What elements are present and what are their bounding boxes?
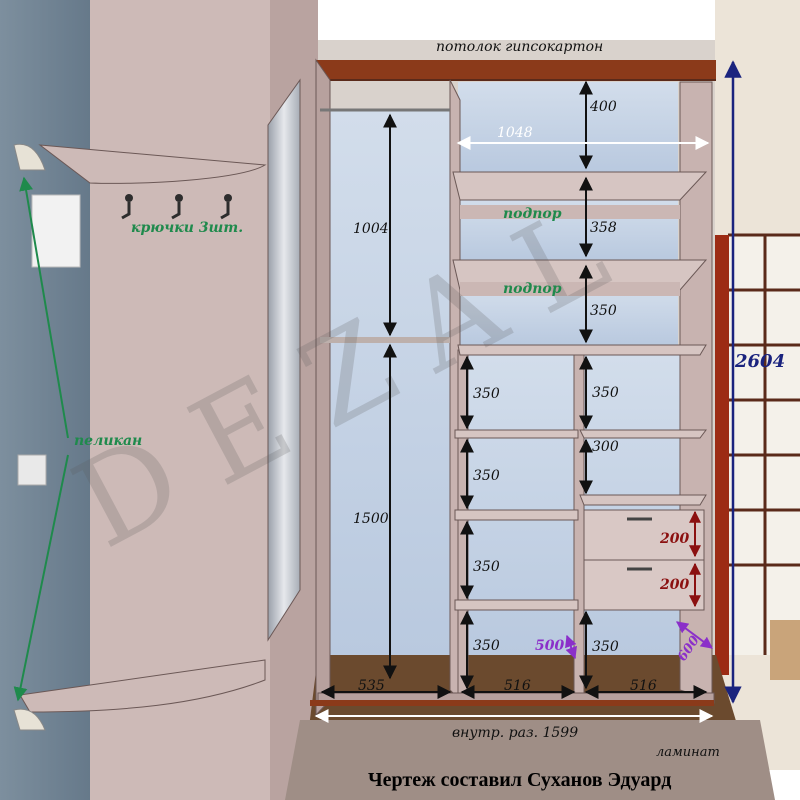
floor-front: [285, 720, 775, 800]
inner-size-label: внутр. раз. 1599: [452, 725, 578, 741]
light-switch: [17, 454, 47, 486]
dim-350-upper: 350: [590, 303, 617, 319]
floor-label: ламинат: [656, 745, 720, 760]
dim-mid-1: 350: [473, 386, 500, 402]
wall-lamp: [31, 194, 81, 268]
support-label-1: подпор: [503, 206, 562, 222]
left-wall: [0, 0, 90, 800]
top-corner-shelf: [38, 144, 267, 184]
hook-icon: [175, 194, 183, 202]
dim-mid-4: 350: [473, 638, 500, 654]
dim-drawer-1: 200: [659, 531, 689, 547]
ceiling-label: потолок гипсокартон: [436, 39, 603, 55]
pelican-bracket-top: [13, 143, 46, 171]
door-post: [715, 235, 729, 675]
pelican-label: пеликан: [74, 433, 142, 449]
door-panel-lower: [770, 620, 800, 680]
hook-icon: [224, 194, 232, 202]
floor-strip: [310, 700, 714, 706]
dim-depth-500: 500: [535, 638, 564, 654]
support-label-2: подпор: [503, 281, 562, 297]
dimension-lines: [320, 80, 708, 699]
top-compartment: [458, 82, 678, 172]
dim-mid-2: 350: [473, 468, 500, 484]
mirror-door: [267, 78, 301, 642]
dim-535: 535: [358, 678, 385, 694]
pelican-arrow-top: [19, 176, 69, 439]
ceiling-strip: [316, 60, 716, 80]
support-2: [460, 282, 680, 296]
dim-right-3: 350: [592, 639, 619, 655]
support-1: [460, 205, 680, 219]
dim-2604: 2604: [734, 351, 785, 372]
depth-600-line: [676, 621, 713, 649]
dim-right-1: 350: [592, 385, 619, 401]
hooks-group: [121, 194, 232, 220]
dim-358: 358: [590, 220, 617, 236]
bottom-corner-shelf: [19, 659, 266, 713]
depth-500-line: [565, 634, 577, 660]
dim-1048: 1048: [497, 125, 533, 141]
hooks-label: крючки 3шт.: [131, 220, 243, 236]
dim-400: 400: [589, 99, 617, 115]
dim-mid-3: 350: [473, 559, 500, 575]
dim-right-2: 300: [592, 439, 619, 455]
dim-drawer-2: 200: [659, 577, 689, 593]
dim-516-mid: 516: [504, 678, 531, 694]
shelf-zone-2: [458, 290, 678, 345]
pelican-bracket-bottom: [13, 708, 46, 731]
dim-1500: 1500: [353, 511, 389, 527]
dim-1004: 1004: [353, 221, 389, 237]
hook-icon: [125, 194, 133, 202]
author-credit: Чертеж составил Суханов Эдуард: [368, 769, 672, 791]
partition-2: [573, 349, 585, 696]
pelican-arrow-bottom: [13, 454, 69, 702]
dim-516-right: 516: [630, 678, 657, 694]
